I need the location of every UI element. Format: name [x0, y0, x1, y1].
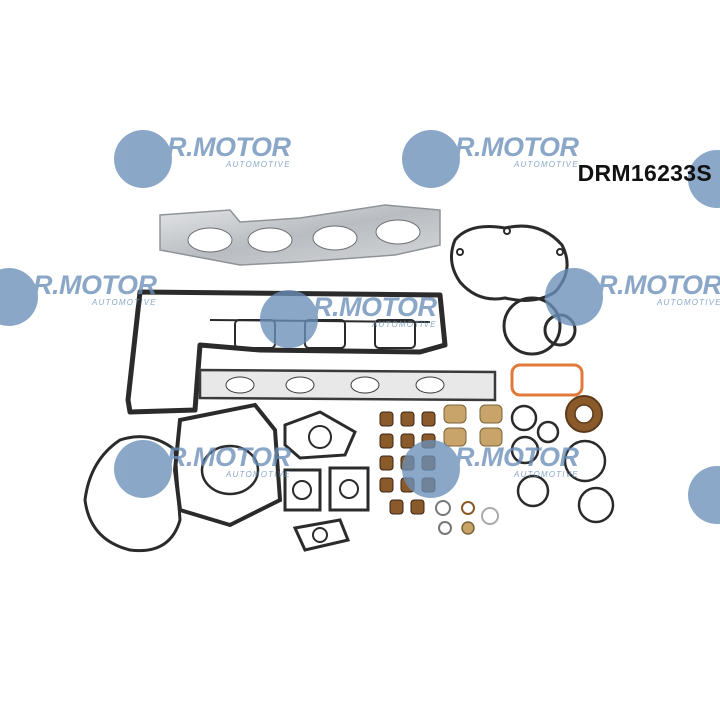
orange-seal-gasket — [510, 363, 584, 397]
flange-gasket — [292, 518, 351, 552]
bushings — [443, 404, 503, 447]
o-ring-large — [502, 296, 562, 356]
egr-gasket-left — [283, 468, 322, 512]
turbo-gasket — [283, 410, 357, 460]
timing-cover-gasket — [83, 435, 182, 553]
exhaust-manifold-gasket — [159, 204, 441, 266]
intake-manifold-gasket — [198, 368, 497, 402]
egr-gasket-right — [328, 466, 370, 512]
part-number: DRM16233S — [577, 160, 712, 186]
